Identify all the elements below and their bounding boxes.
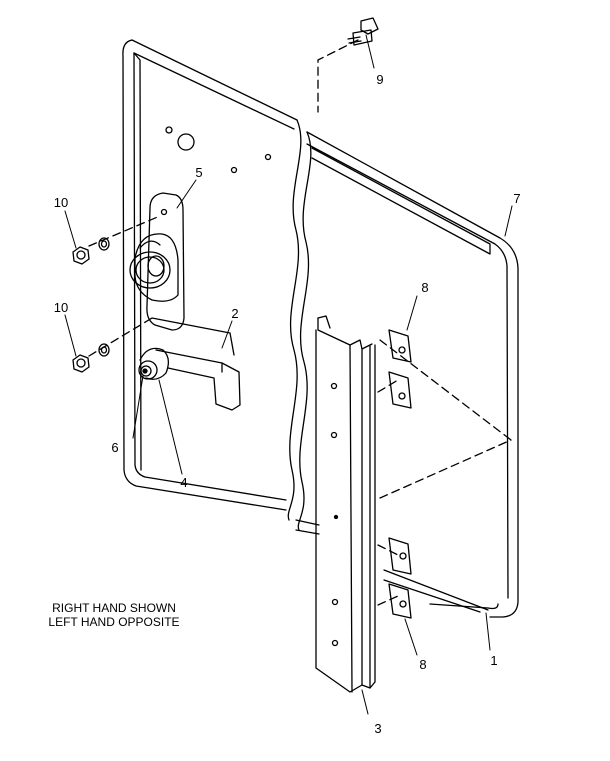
nut-washer-lower <box>72 343 110 373</box>
callout-5: 5 <box>195 165 202 180</box>
callout-6: 6 <box>111 440 118 455</box>
callout-1: 1 <box>490 653 497 668</box>
mounting-hole <box>177 133 195 151</box>
upper-mount-bracket <box>129 192 185 331</box>
clip-lower-2 <box>388 583 412 619</box>
nut-washer-upper <box>72 237 110 265</box>
break-lines <box>287 119 312 531</box>
pivot-knob <box>138 347 170 380</box>
callout-8-upper: 8 <box>421 280 428 295</box>
callout-9: 9 <box>376 72 383 87</box>
clip-upper-2 <box>388 371 412 409</box>
panel-right-section <box>295 131 519 618</box>
lower-mount-arm <box>151 317 241 411</box>
clip-lower-1 <box>388 537 412 575</box>
alignment-lines <box>88 39 512 606</box>
callout-4: 4 <box>180 475 187 490</box>
orientation-note: RIGHT HAND SHOWN LEFT HAND OPPOSITE <box>14 601 214 629</box>
callout-10-lower: 10 <box>54 300 68 315</box>
callout-3: 3 <box>374 721 381 736</box>
note-line-1: RIGHT HAND SHOWN <box>52 601 176 615</box>
panel-left-section <box>122 39 298 511</box>
bolt <box>347 17 379 46</box>
note-line-2: LEFT HAND OPPOSITE <box>48 615 180 629</box>
callout-10-upper: 10 <box>54 195 68 210</box>
channel-rail <box>315 315 376 693</box>
clip-upper-1 <box>388 329 412 363</box>
leader-lines <box>64 34 513 715</box>
callout-2: 2 <box>231 306 238 321</box>
callout-7: 7 <box>513 191 520 206</box>
callout-8-lower: 8 <box>419 657 426 672</box>
